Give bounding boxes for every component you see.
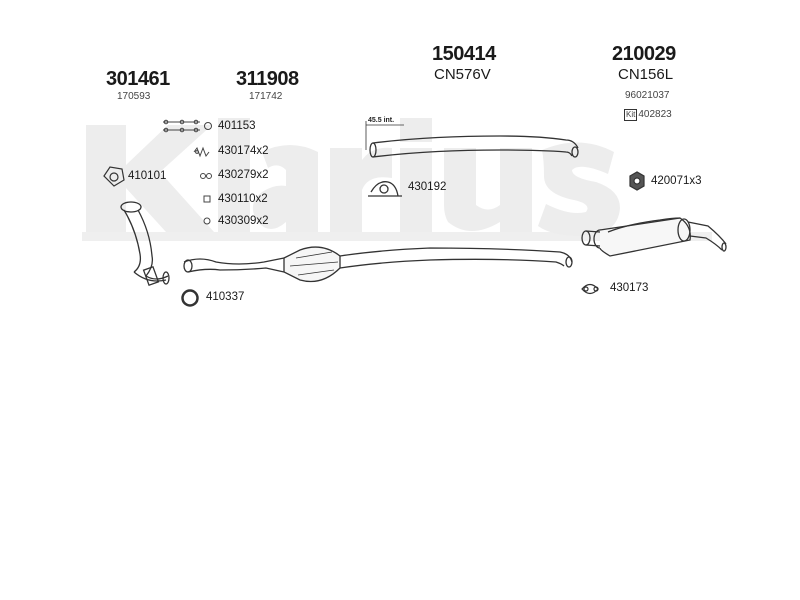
middle-pipe-150414[interactable] [365,121,579,158]
label-401153: 401153 [218,120,256,132]
kit-badge: Kit [624,109,638,121]
sub-code-96021037: 96021037 [625,90,670,101]
klarius-watermark [82,118,712,241]
label-420071: 420071x3 [651,175,702,187]
label-430110: 430110x2 [218,193,268,205]
part-number-311908: 311908 [236,68,299,90]
sub-code-170593: 170593 [117,91,151,102]
code-cn576v: CN576V [434,66,491,83]
kit-number: 402823 [638,109,672,120]
front-pipe-301461[interactable] [120,201,170,287]
gasket-410337-icon [181,289,199,307]
spring-430174-icon [193,146,210,158]
code-cn156l: CN156L [618,66,674,83]
nut-430279-icon [200,173,212,179]
label-430174: 430174x2 [218,145,269,157]
dimension-note: 45.5 int. [368,117,395,124]
nut-430110-icon [203,195,211,203]
catalyst-311908[interactable] [183,246,573,283]
label-430173: 430173 [610,282,649,294]
bolt-401153-icon [163,119,212,133]
label-410101: 410101 [128,170,167,182]
gasket-410101-icon [103,166,125,187]
clamp-420071-icon [629,171,645,191]
rubber-430173-icon [581,283,599,295]
part-number-210029: 210029 [612,43,676,65]
label-430279: 430279x2 [218,169,269,181]
rear-silencer-210029[interactable] [581,217,727,257]
label-430309: 430309x2 [218,215,269,227]
label-410337: 410337 [206,291,245,303]
bolt-icons [163,119,212,225]
bracket-430192-icon [368,181,402,197]
label-430192: 430192 [408,181,447,193]
washer-430309-icon [203,217,211,225]
sub-code-171742: 171742 [249,91,283,102]
part-number-301461: 301461 [106,68,170,90]
part-number-150414: 150414 [432,43,496,65]
